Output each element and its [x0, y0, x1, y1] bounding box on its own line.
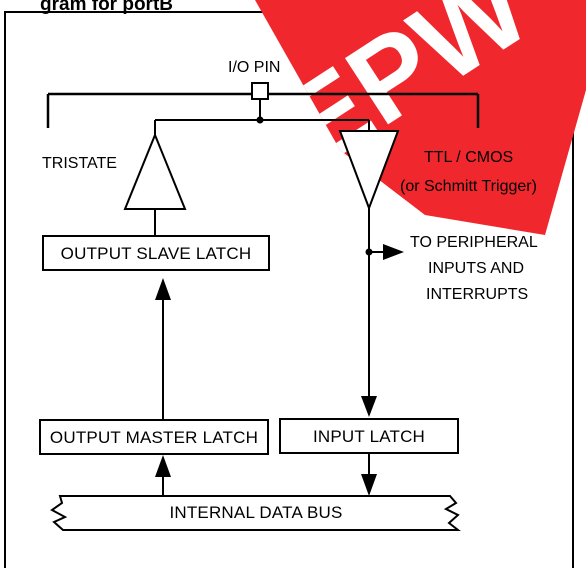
- tristate-buffer: [123, 132, 187, 210]
- internal-data-bus-label: INTERNAL DATA BUS: [169, 503, 342, 522]
- input-latch-label: INPUT LATCH: [313, 427, 425, 446]
- bus-arrowhead: [361, 474, 377, 496]
- io-pin-box: [251, 82, 269, 100]
- master-latch-arrowhead: [155, 455, 171, 477]
- input-buffer: [338, 130, 400, 211]
- ttl-cmos-label: TTL / CMOS: [424, 149, 513, 166]
- output-master-latch-box: [39, 419, 269, 455]
- to-peripheral-label-2: INPUTS AND: [428, 260, 524, 277]
- tristate-label: TRISTATE: [42, 155, 117, 172]
- output-slave-latch-label: OUTPUT SLAVE LATCH: [61, 244, 252, 263]
- output-slave-latch-box: [42, 235, 270, 271]
- peripheral-arrowhead: [383, 244, 404, 260]
- slave-latch-arrowhead: [155, 278, 171, 300]
- to-peripheral-label-3: INTERRUPTS: [426, 286, 528, 303]
- input-latch-arrowhead: [361, 396, 377, 417]
- input-latch-box: [279, 418, 459, 454]
- schmitt-trigger-label: (or Schmitt Trigger): [400, 178, 537, 195]
- to-peripheral-label-1: TO PERIPHERAL: [410, 234, 538, 251]
- internal-data-bus-shape: [50, 495, 461, 531]
- io-pin-label: I/O PIN: [228, 59, 280, 76]
- output-master-latch-label: OUTPUT MASTER LATCH: [50, 428, 258, 447]
